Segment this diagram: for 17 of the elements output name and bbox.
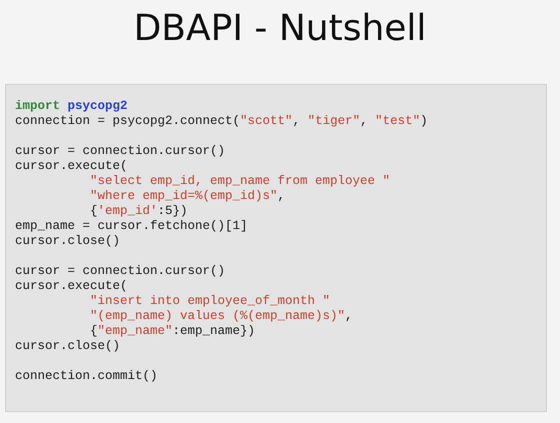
code-line: cursor.close()	[15, 234, 120, 249]
code-line: {'emp_id':5})	[90, 204, 188, 219]
code-line: "select emp_id, emp_name from employee "	[90, 174, 390, 189]
code-line: connection = psycopg2.connect("scott", "tiger", "test")	[15, 114, 428, 129]
code-line: cursor = connection.cursor()	[15, 144, 226, 159]
code-line: cursor.close()	[15, 339, 120, 354]
code-line: "where emp_id=%(emp_id)s",	[90, 189, 286, 204]
code-line: cursor = connection.cursor()	[15, 264, 226, 279]
code-line: cursor.execute(	[15, 159, 128, 174]
slide-title: DBAPI - Nutshell	[132, 7, 428, 51]
code-line: cursor.execute(	[15, 279, 128, 294]
code-line: "insert into employee_of_month "	[90, 294, 330, 309]
code-line: "(emp_name) values (%(emp_name)s)",	[90, 309, 353, 324]
code-line: connection.commit()	[15, 369, 158, 384]
code-line: emp_name = cursor.fetchone()[1]	[15, 219, 248, 234]
code-line: {"emp_name":emp_name})	[90, 324, 256, 339]
code-line: import psycopg2	[15, 99, 128, 114]
